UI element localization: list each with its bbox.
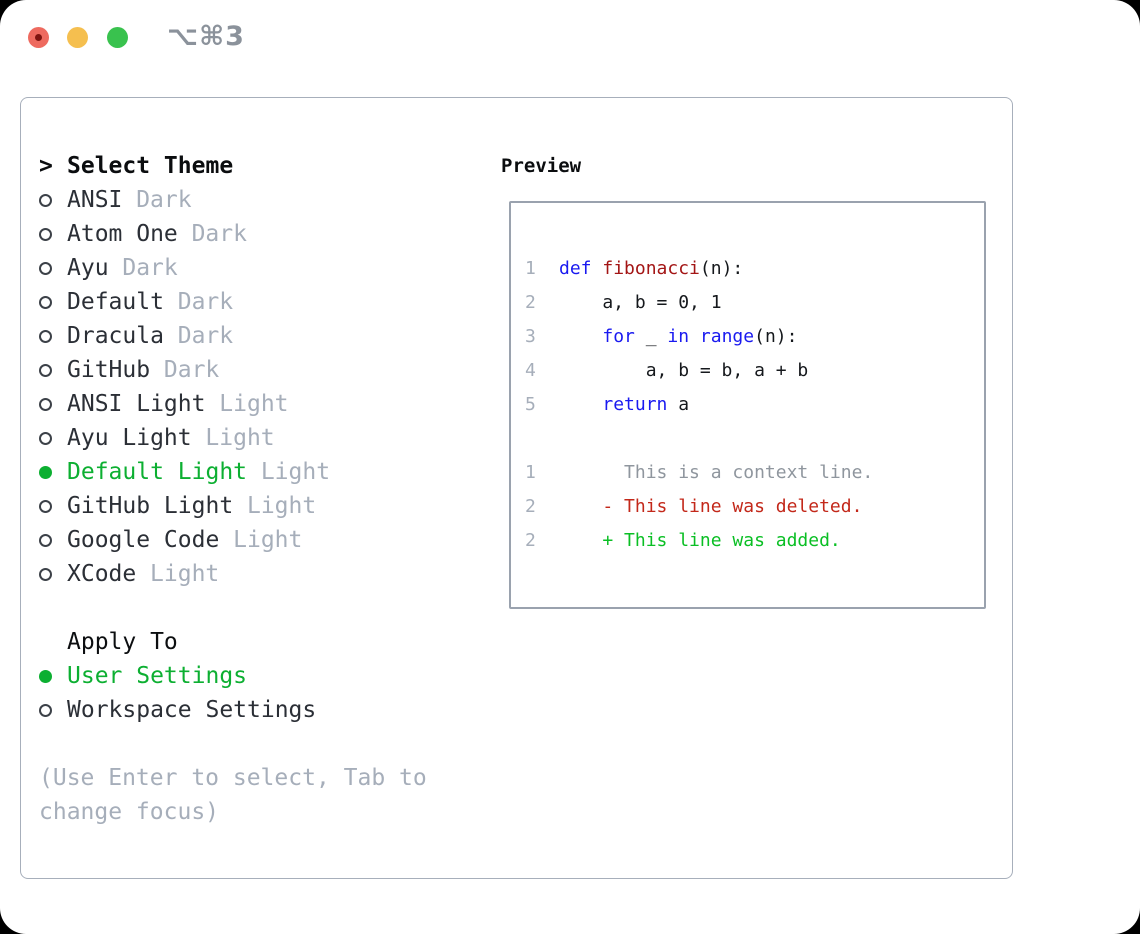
theme-option[interactable]: Atom One Dark xyxy=(39,217,479,251)
option-label: Workspace Settings xyxy=(67,697,317,723)
code-line: 3 for _ in range(n): xyxy=(525,320,984,354)
option-label: Ayu xyxy=(67,255,109,281)
title-bar: ⌥⌘3 xyxy=(0,0,1140,75)
minimize-button[interactable] xyxy=(67,27,88,48)
option-label: GitHub xyxy=(67,357,151,383)
radio-selected-icon xyxy=(39,465,52,479)
select-theme-title: Select Theme xyxy=(67,153,234,179)
option-label: GitHub Light xyxy=(67,493,234,519)
radio-icon xyxy=(39,431,52,445)
option-label: Ayu Light xyxy=(67,425,192,451)
radio-icon xyxy=(39,499,52,513)
radio-icon xyxy=(39,397,52,411)
prompt-icon: > xyxy=(39,153,53,179)
radio-icon xyxy=(39,329,52,343)
unsaved-dot-icon xyxy=(35,34,42,41)
option-label: ANSI Light xyxy=(67,391,206,417)
option-label: Atom One xyxy=(67,221,178,247)
theme-option[interactable]: Default Light Light xyxy=(39,455,479,489)
option-variant: Light xyxy=(233,527,303,553)
option-variant: Dark xyxy=(136,187,192,213)
option-variant: Dark xyxy=(163,357,220,383)
select-theme-header: > Select Theme xyxy=(39,149,479,183)
code-line: 5 return a xyxy=(525,388,984,422)
option-variant: Dark xyxy=(177,289,234,315)
preview-title: Preview xyxy=(501,155,582,177)
radio-icon xyxy=(39,567,52,581)
apply-to-title: Apply To xyxy=(67,629,178,655)
theme-option[interactable]: Google Code Light xyxy=(39,523,479,557)
radio-icon xyxy=(39,533,52,547)
spacer xyxy=(39,727,479,761)
option-variant: Dark xyxy=(191,221,247,247)
radio-icon xyxy=(39,363,52,377)
theme-option[interactable]: XCode Light xyxy=(39,557,479,591)
apply-to-option[interactable]: User Settings xyxy=(39,659,479,693)
zoom-button[interactable] xyxy=(107,27,128,48)
theme-option[interactable]: GitHub Light Light xyxy=(39,489,479,523)
radio-selected-icon xyxy=(39,669,52,683)
option-label: Google Code xyxy=(67,527,220,553)
theme-option[interactable]: ANSI Light Light xyxy=(39,387,479,421)
spacer xyxy=(39,591,479,625)
radio-icon xyxy=(39,703,52,717)
code-line: 4 a, b = b, a + b xyxy=(525,354,984,388)
diff-line: 2 - This line was deleted. xyxy=(525,490,984,524)
theme-option[interactable]: Dracula Dark xyxy=(39,319,479,353)
option-label: Default xyxy=(67,289,164,315)
apply-to-option[interactable]: Workspace Settings xyxy=(39,693,479,727)
hint-line: change focus) xyxy=(39,799,220,825)
hint-line: (Use Enter to select, Tab to xyxy=(39,765,427,791)
radio-icon xyxy=(39,227,52,241)
line-number: 1 xyxy=(525,462,536,483)
theme-option[interactable]: GitHub Dark xyxy=(39,353,479,387)
theme-option[interactable]: Ayu Dark xyxy=(39,251,479,285)
option-label: XCode xyxy=(67,561,137,587)
option-variant: Dark xyxy=(122,255,178,281)
window-shortcut-label: ⌥⌘3 xyxy=(167,21,245,52)
line-number: 2 xyxy=(525,530,536,551)
option-label: Default Light xyxy=(67,459,248,485)
diff-line: 1 This is a context line. xyxy=(525,456,984,490)
option-variant: Light xyxy=(246,493,317,519)
radio-icon xyxy=(39,193,52,207)
close-button[interactable] xyxy=(28,27,49,48)
radio-icon xyxy=(39,261,52,275)
line-number: 2 xyxy=(525,292,536,313)
option-label: Dracula xyxy=(67,323,164,349)
option-variant: Dark xyxy=(177,323,234,349)
option-label: ANSI xyxy=(67,187,123,213)
theme-option[interactable]: Default Dark xyxy=(39,285,479,319)
line-number: 1 xyxy=(525,258,536,279)
hint-text: (Use Enter to select, Tab to change focus… xyxy=(39,761,479,829)
apply-to-header: Apply To xyxy=(39,625,479,659)
option-variant: Light xyxy=(205,425,275,451)
code-line: 2 a, b = 0, 1 xyxy=(525,286,984,320)
theme-option[interactable]: ANSI Dark xyxy=(39,183,479,217)
diff-line: 2 + This line was added. xyxy=(525,524,984,558)
option-label: User Settings xyxy=(67,663,248,689)
option-variant: Light xyxy=(260,459,331,485)
line-number: 3 xyxy=(525,326,536,347)
option-variant: Light xyxy=(219,391,289,417)
option-variant: Light xyxy=(150,561,220,587)
radio-icon xyxy=(39,295,52,309)
theme-option[interactable]: Ayu Light Light xyxy=(39,421,479,455)
line-number: 2 xyxy=(525,496,536,517)
line-number: 5 xyxy=(525,394,536,415)
line-number: 4 xyxy=(525,360,536,381)
